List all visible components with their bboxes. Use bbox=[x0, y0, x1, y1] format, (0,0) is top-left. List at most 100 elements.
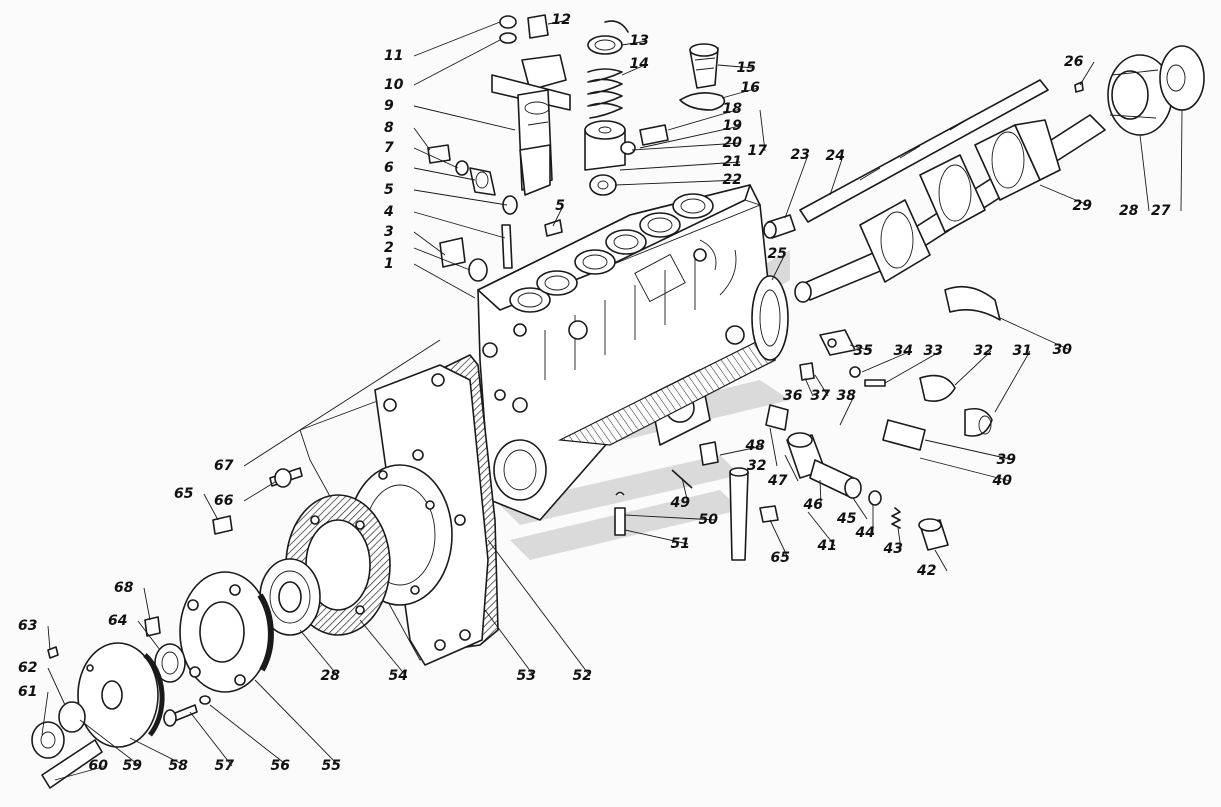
leader-line-56 bbox=[209, 704, 289, 767]
part-label-6: 6 bbox=[384, 160, 394, 176]
leader-line-42 bbox=[934, 549, 948, 572]
leader-line-38 bbox=[839, 395, 855, 426]
part-label-37: 37 bbox=[811, 388, 831, 404]
leader-line-57 bbox=[189, 711, 233, 767]
leader-line-12 bbox=[547, 19, 570, 25]
part-label-30: 30 bbox=[1053, 342, 1073, 358]
delivery-valve-assembly bbox=[491, 14, 571, 196]
leader-line-16 bbox=[721, 87, 759, 99]
leader-line-48 bbox=[719, 445, 764, 456]
leader-line-1 bbox=[413, 263, 476, 299]
part-label-46: 46 bbox=[803, 497, 824, 513]
camshaft bbox=[794, 114, 1106, 303]
leader-line-65 bbox=[769, 519, 789, 559]
part-label-14: 14 bbox=[630, 56, 649, 72]
part-label-7: 7 bbox=[384, 140, 394, 156]
leader-line-68 bbox=[143, 587, 151, 621]
leader-line-5 bbox=[413, 189, 508, 206]
part-label-3: 3 bbox=[384, 224, 394, 240]
leader-line-26 bbox=[1079, 61, 1095, 86]
part-label-41: 41 bbox=[817, 538, 837, 554]
part-label-65: 65 bbox=[771, 550, 791, 566]
misc-parts-right bbox=[763, 214, 1001, 451]
part-label-10: 10 bbox=[384, 77, 404, 93]
part-label-20: 20 bbox=[723, 135, 743, 151]
part-label-35: 35 bbox=[854, 343, 874, 359]
part-label-27: 27 bbox=[1151, 203, 1171, 219]
leader-line-60 bbox=[54, 765, 107, 781]
part-label-23: 23 bbox=[791, 147, 810, 163]
front-plate-group bbox=[31, 354, 499, 789]
plunger-bores bbox=[509, 193, 714, 313]
leader-line-14 bbox=[621, 63, 648, 76]
part-label-25: 25 bbox=[768, 246, 788, 262]
part-label-60: 60 bbox=[89, 758, 109, 774]
leader-line-47 bbox=[784, 454, 799, 482]
part-label-63: 63 bbox=[18, 618, 37, 634]
leader-line-53 bbox=[484, 609, 535, 677]
leader-line-66 bbox=[243, 481, 276, 502]
leader-line-50 bbox=[624, 514, 717, 521]
leader-line-28 bbox=[299, 629, 339, 677]
part-label-11: 11 bbox=[384, 48, 403, 64]
leader-line-35 bbox=[849, 344, 872, 352]
leader-line-62 bbox=[47, 667, 66, 706]
leader-line-32 bbox=[954, 350, 992, 386]
part-label-5: 5 bbox=[555, 198, 565, 214]
part-label-56: 56 bbox=[271, 758, 291, 774]
right-bearing-and-cover bbox=[1074, 45, 1205, 136]
leader-line-40 bbox=[919, 457, 1011, 482]
leader-line-31 bbox=[994, 350, 1031, 413]
part-label-62: 62 bbox=[18, 660, 37, 676]
leader-line-65 bbox=[203, 493, 219, 521]
part-label-17: 17 bbox=[748, 143, 768, 159]
pump-housing bbox=[477, 184, 789, 521]
part-label-44: 44 bbox=[855, 525, 875, 541]
part-label-58: 58 bbox=[169, 758, 189, 774]
leader-line-49 bbox=[681, 477, 689, 504]
part-label-9: 9 bbox=[384, 98, 394, 114]
leader-line-8 bbox=[413, 127, 431, 151]
leader-line-23 bbox=[784, 154, 809, 219]
part-label-50: 50 bbox=[699, 512, 719, 528]
part-label-22: 22 bbox=[723, 172, 742, 188]
part-label-24: 24 bbox=[826, 148, 845, 164]
leader-line-30 bbox=[999, 317, 1071, 351]
part-label-40: 40 bbox=[992, 473, 1013, 489]
leader-line-33 bbox=[884, 350, 942, 384]
part-label-19: 19 bbox=[723, 118, 743, 134]
leader-line-46 bbox=[819, 479, 822, 506]
part-label-66: 66 bbox=[214, 493, 234, 509]
part-label-47: 47 bbox=[767, 473, 788, 489]
leader-line-20 bbox=[631, 142, 741, 151]
part-label-21: 21 bbox=[723, 154, 742, 170]
leader-line-55 bbox=[254, 679, 340, 767]
part-label-33: 33 bbox=[924, 343, 943, 359]
leader-line-52 bbox=[487, 539, 591, 677]
part-label-13: 13 bbox=[630, 33, 649, 49]
leader-line-43 bbox=[897, 527, 902, 550]
leader-line-24 bbox=[829, 155, 844, 196]
leader-line-36 bbox=[804, 377, 814, 397]
part-label-29: 29 bbox=[1073, 198, 1093, 214]
part-label-52: 52 bbox=[573, 668, 592, 684]
part-label-42: 42 bbox=[916, 563, 936, 579]
part-label-57: 57 bbox=[215, 758, 235, 774]
leader-line-61 bbox=[41, 691, 49, 736]
part-label-4: 4 bbox=[383, 204, 394, 220]
leader-line-6 bbox=[413, 167, 476, 181]
part-label-59: 59 bbox=[123, 758, 143, 774]
leader-line-10 bbox=[413, 39, 501, 86]
part-label-18: 18 bbox=[723, 101, 743, 117]
leader-line-32 bbox=[769, 427, 778, 467]
control-rack bbox=[799, 79, 1049, 223]
part-label-32: 32 bbox=[974, 343, 993, 359]
leader-line-9 bbox=[413, 105, 516, 131]
leader-line-45 bbox=[852, 497, 868, 520]
leader-line-5 bbox=[552, 205, 564, 227]
leader-line-34 bbox=[861, 350, 912, 373]
leader-line-13 bbox=[621, 40, 648, 46]
